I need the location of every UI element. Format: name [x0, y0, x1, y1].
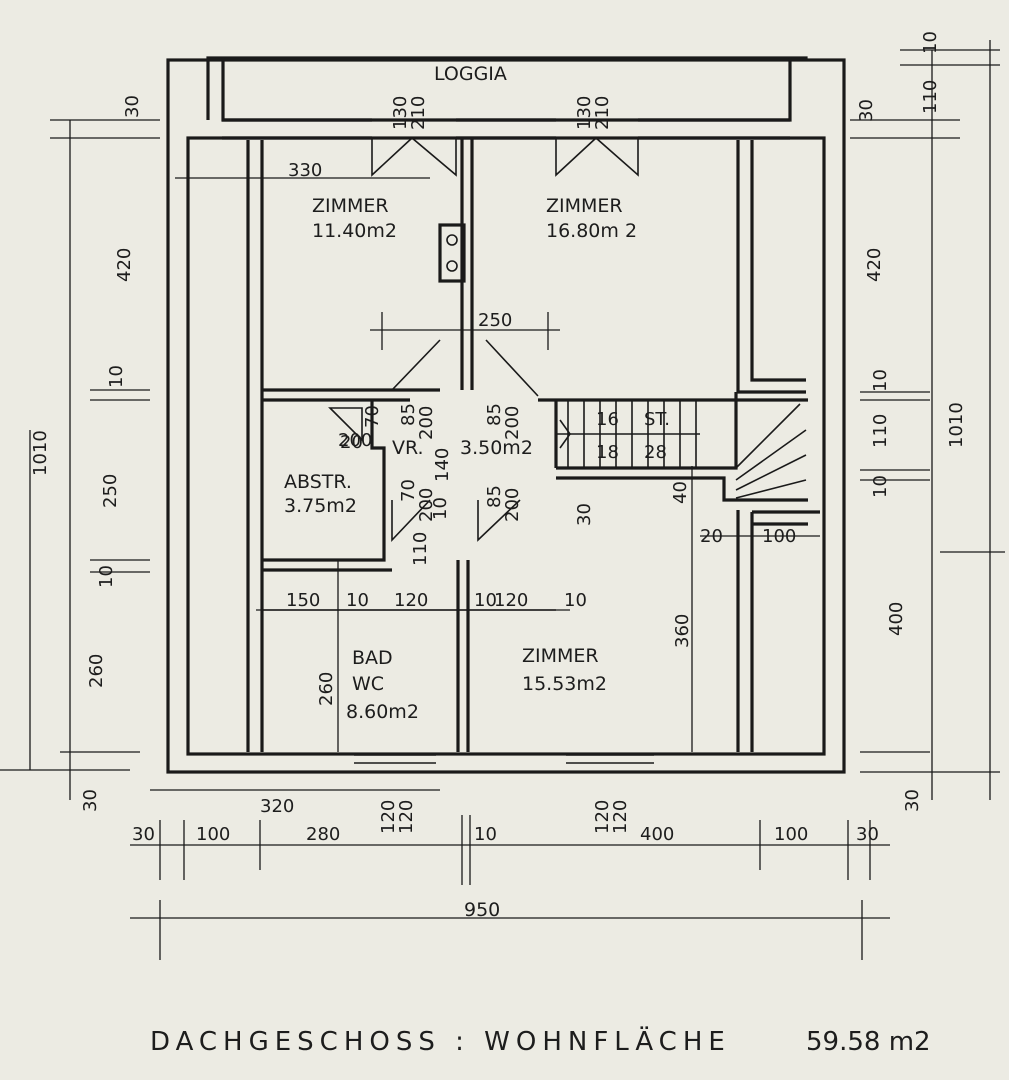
dim-bottom-total: 950	[464, 899, 500, 921]
footer-area: 59.58 m2	[806, 1027, 931, 1057]
dim-left-420: 420	[114, 248, 135, 282]
dim-bottom-320: 320	[260, 796, 294, 817]
doors	[328, 136, 639, 543]
dim-right-110: 110	[870, 414, 891, 448]
dim-right-10b: 10	[870, 475, 891, 498]
dim-right-10-top: 10	[920, 31, 941, 54]
dim-door-vr-200: 200	[416, 406, 437, 440]
dim-right-10a: 10	[870, 369, 891, 392]
dimension-lines	[0, 40, 1005, 960]
stair-rise: 18	[596, 442, 619, 463]
wc-name: WC	[352, 673, 384, 695]
stair-label: ST.	[644, 409, 670, 430]
dim-window-1a: 120	[378, 800, 399, 834]
stair-steps: 16	[596, 409, 619, 430]
dim-left-10b: 10	[96, 565, 117, 588]
dim-right-total: 1010	[946, 402, 967, 448]
dim-right-110-top: 110	[920, 80, 941, 114]
dim-left-250: 250	[100, 474, 121, 508]
dim-right-400: 400	[886, 602, 907, 636]
footer: DACHGESCHOSS : WOHNFLÄCHE 59.58 m2	[150, 1025, 931, 1057]
bad-name: BAD	[352, 647, 393, 669]
dim-door-bad-200: 200	[416, 488, 437, 522]
dim-door-vr-85: 85	[398, 403, 419, 426]
dim-mid-10a: 10	[346, 590, 369, 611]
dim-left-total: 1010	[30, 430, 51, 476]
dim-mid-10c: 10	[564, 590, 587, 611]
dim-bottom-30b: 30	[856, 824, 879, 845]
dim-door-loggia-2a: 130	[574, 96, 595, 130]
dim-stair-100: 100	[762, 526, 796, 547]
dim-mid-150: 150	[286, 590, 320, 611]
loggia-label: LOGGIA	[434, 63, 507, 85]
dim-bottom-10: 10	[474, 824, 497, 845]
staircase	[556, 400, 807, 499]
dimension-labels: 30 420 10 250 10 260 30 1010 30 420 10 1…	[30, 31, 967, 921]
dim-door-loggia-1b: 210	[408, 96, 429, 130]
dim-left-260: 260	[86, 654, 107, 688]
dim-stair-40: 40	[670, 481, 691, 504]
dim-stair-30: 30	[574, 503, 595, 526]
zimmer-3-area: 15.53m2	[522, 673, 607, 695]
dim-window-2b: 120	[610, 800, 631, 834]
dim-door-abstr-200: 200	[338, 430, 372, 451]
dim-door-bad-70: 70	[398, 479, 419, 502]
dim-330: 330	[288, 160, 322, 181]
zimmer-1-name: ZIMMER	[312, 195, 389, 217]
dim-bottom-280: 280	[306, 824, 340, 845]
zimmer-2-area: 16.80m 2	[546, 220, 637, 242]
zimmer-1-area: 11.40m2	[312, 220, 397, 242]
abstr-area: 3.75m2	[284, 495, 357, 517]
abstr-name: ABSTR.	[284, 471, 352, 493]
room-labels: LOGGIA ZIMMER 11.40m2 ZIMMER 16.80m 2 VR…	[284, 63, 670, 723]
stair-run: 28	[644, 442, 667, 463]
dim-door-loggia-1a: 130	[390, 96, 411, 130]
dim-bottom-30a: 30	[132, 824, 155, 845]
dim-bottom-100a: 100	[196, 824, 230, 845]
zimmer-2-name: ZIMMER	[546, 195, 623, 217]
dim-door-zimmer-85: 85	[484, 485, 505, 508]
dim-door-vr-200b: 200	[502, 406, 523, 440]
dim-110: 110	[410, 532, 431, 566]
dim-10-inner: 10	[430, 497, 451, 520]
dim-door-zimmer-200: 200	[502, 488, 523, 522]
dim-bottom-100b: 100	[774, 824, 808, 845]
dim-250: 250	[478, 310, 512, 331]
dim-door-vr-85b: 85	[484, 403, 505, 426]
exterior-walls	[166, 56, 846, 774]
dim-abstr-20: 20	[340, 432, 363, 453]
vr-area: 3.50m2	[460, 437, 533, 459]
footer-label: DACHGESCHOSS : WOHNFLÄCHE	[150, 1025, 731, 1057]
dim-mid-120b: 120	[494, 590, 528, 611]
dim-right-420: 420	[864, 248, 885, 282]
dim-vr-140: 140	[432, 448, 453, 482]
dim-door-loggia-2b: 210	[592, 96, 613, 130]
dim-right-30: 30	[856, 99, 877, 122]
dim-left-30b: 30	[80, 789, 101, 812]
dim-stair-20: 20	[700, 526, 723, 547]
dim-mid-10b: 10	[474, 590, 497, 611]
dim-left-10a: 10	[106, 365, 127, 388]
dim-window-2a: 120	[592, 800, 613, 834]
dim-bad-260: 260	[316, 672, 337, 706]
dim-right-30b: 30	[902, 789, 923, 812]
dim-zimmer-360: 360	[672, 614, 693, 648]
dim-door-abstr-70: 70	[362, 405, 383, 428]
dim-mid-120a: 120	[394, 590, 428, 611]
vr-name: VR.	[392, 437, 424, 459]
dim-left-30: 30	[122, 95, 143, 118]
dim-window-1b: 120	[396, 800, 417, 834]
zimmer-3-name: ZIMMER	[522, 645, 599, 667]
dim-bottom-400: 400	[640, 824, 674, 845]
bad-area: 8.60m2	[346, 701, 419, 723]
windows	[354, 754, 654, 773]
